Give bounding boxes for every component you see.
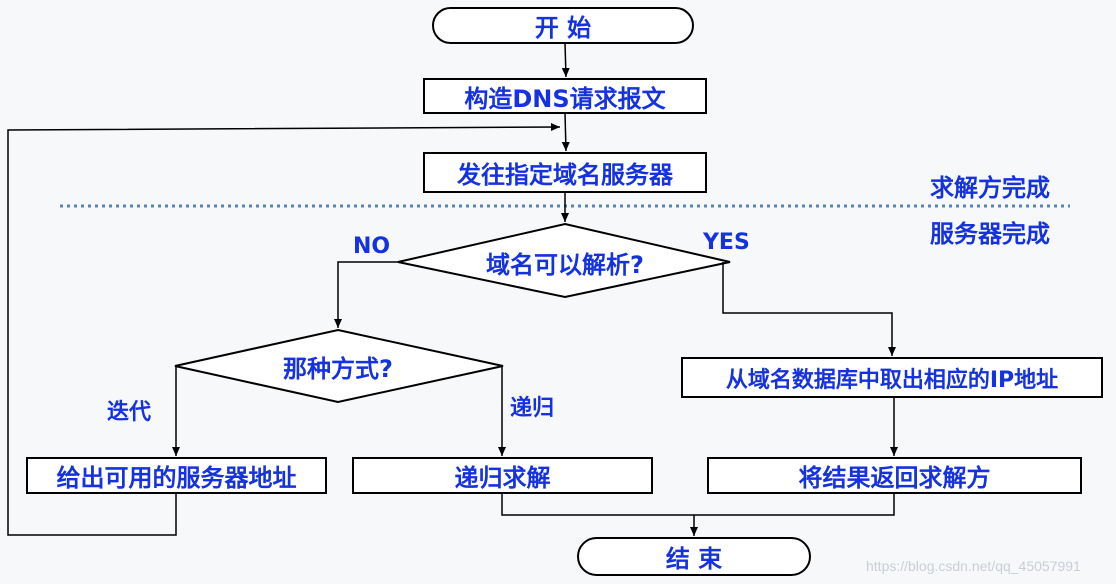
arrow-build-send bbox=[561, 112, 570, 152]
lookup-box bbox=[681, 357, 1103, 398]
arrow-yes-branch bbox=[722, 262, 896, 356]
start-label: 开 始 bbox=[534, 14, 592, 42]
server-done-label: 服务器完成 bbox=[930, 220, 1050, 248]
recursive-solve-label: 递归求解 bbox=[454, 464, 551, 492]
return-result-label: 将结果返回求解方 bbox=[798, 464, 991, 492]
mode-decision bbox=[174, 328, 504, 404]
start-terminal bbox=[432, 7, 694, 44]
give-address-label: 给出可用的服务器地址 bbox=[56, 464, 297, 492]
resolvable-decision bbox=[397, 222, 731, 299]
build-request-label: 构造DNS请求报文 bbox=[464, 84, 666, 113]
give-address-box bbox=[26, 457, 327, 494]
send-server-label: 发往指定域名服务器 bbox=[457, 161, 673, 189]
build-request-box bbox=[423, 78, 707, 114]
no-label: NO bbox=[353, 234, 391, 259]
lookup-label: 从域名数据库中取出相应的IP地址 bbox=[725, 367, 1059, 393]
mode-label: 那种方式? bbox=[283, 354, 393, 383]
merge-line bbox=[501, 493, 895, 516]
end-label: 结 束 bbox=[665, 545, 723, 573]
arrow-start-build bbox=[561, 42, 570, 78]
arrow-no-branch bbox=[334, 261, 398, 328]
watermark: https://blog.csdn.net/qq_45057991 bbox=[866, 558, 1081, 574]
return-result-box bbox=[707, 457, 1082, 494]
yes-label: YES bbox=[703, 230, 750, 255]
iterative-label: 迭代 bbox=[107, 400, 152, 425]
end-terminal bbox=[577, 537, 811, 576]
resolvable-label: 域名可以解析? bbox=[486, 250, 644, 279]
recursive-label: 递归 bbox=[510, 396, 555, 421]
send-server-box bbox=[423, 152, 707, 193]
loop-back-line bbox=[7, 123, 561, 536]
requester-done-label: 求解方完成 bbox=[930, 174, 1050, 202]
